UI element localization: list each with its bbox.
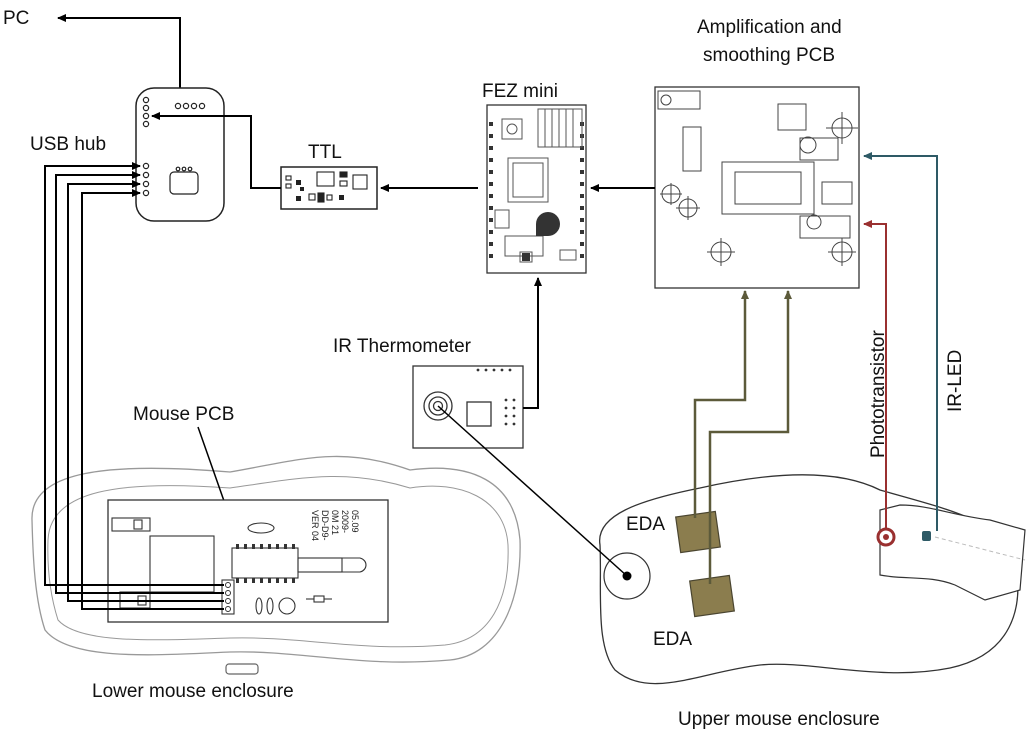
pcb-text-line1: VER 04 (310, 510, 320, 541)
eda-electrode-bottom (689, 574, 735, 618)
pcb-text-line5: 05.09 (350, 510, 360, 533)
phototransistor-label: Phototransistor (868, 330, 889, 458)
eda-wire-2 (708, 290, 792, 584)
upper-enclosure-label: Upper mouse enclosure (678, 709, 880, 729)
ir-thermometer-board (412, 365, 524, 449)
usb-hub-label: USB hub (30, 134, 106, 155)
pcb-text-line2: DD-D9- (320, 510, 330, 541)
upper-mouse-enclosure (599, 474, 1026, 685)
lower-mouse-enclosure (31, 455, 521, 675)
ttl-label: TTL (308, 142, 342, 163)
mouse-pcb-label: Mouse PCB (133, 404, 234, 425)
mouse-to-usb-hub-wires (44, 162, 224, 610)
phototransistor-wire (863, 220, 887, 528)
eda-wire-1 (693, 290, 749, 518)
amp-pcb-label-line2: smoothing PCB (703, 45, 835, 66)
fez-mini-label: FEZ mini (482, 81, 558, 102)
usb-hub (135, 87, 225, 222)
thermometer-to-fez-arrow (523, 277, 542, 409)
eda-electrode-top (675, 510, 721, 554)
pc-label: PC (3, 8, 29, 29)
pcb-text-line4: 2009- (340, 510, 350, 533)
eda-bottom-label: EDA (653, 629, 692, 650)
ttl-to-usb-hub-arrow (151, 112, 281, 189)
fez-mini-board (486, 104, 587, 274)
amplification-pcb (654, 86, 860, 289)
ir-led-label: IR-LED (945, 350, 966, 412)
amp-pcb-label-line1: Amplification and (697, 17, 842, 38)
mouse-pcb: VER 04 DD-D9- 0M 21 2009- 05.09 (107, 499, 389, 623)
usb-to-pc-arrow (57, 14, 181, 88)
ir-led-wire (863, 152, 938, 531)
eda-top-label: EDA (626, 514, 665, 535)
lower-enclosure-label: Lower mouse enclosure (92, 681, 294, 702)
ir-thermometer-label: IR Thermometer (333, 336, 472, 357)
ttl-board (280, 166, 378, 210)
thermometer-pointer (437, 405, 628, 577)
pcb-text-line3: 0M 21 (330, 510, 340, 535)
